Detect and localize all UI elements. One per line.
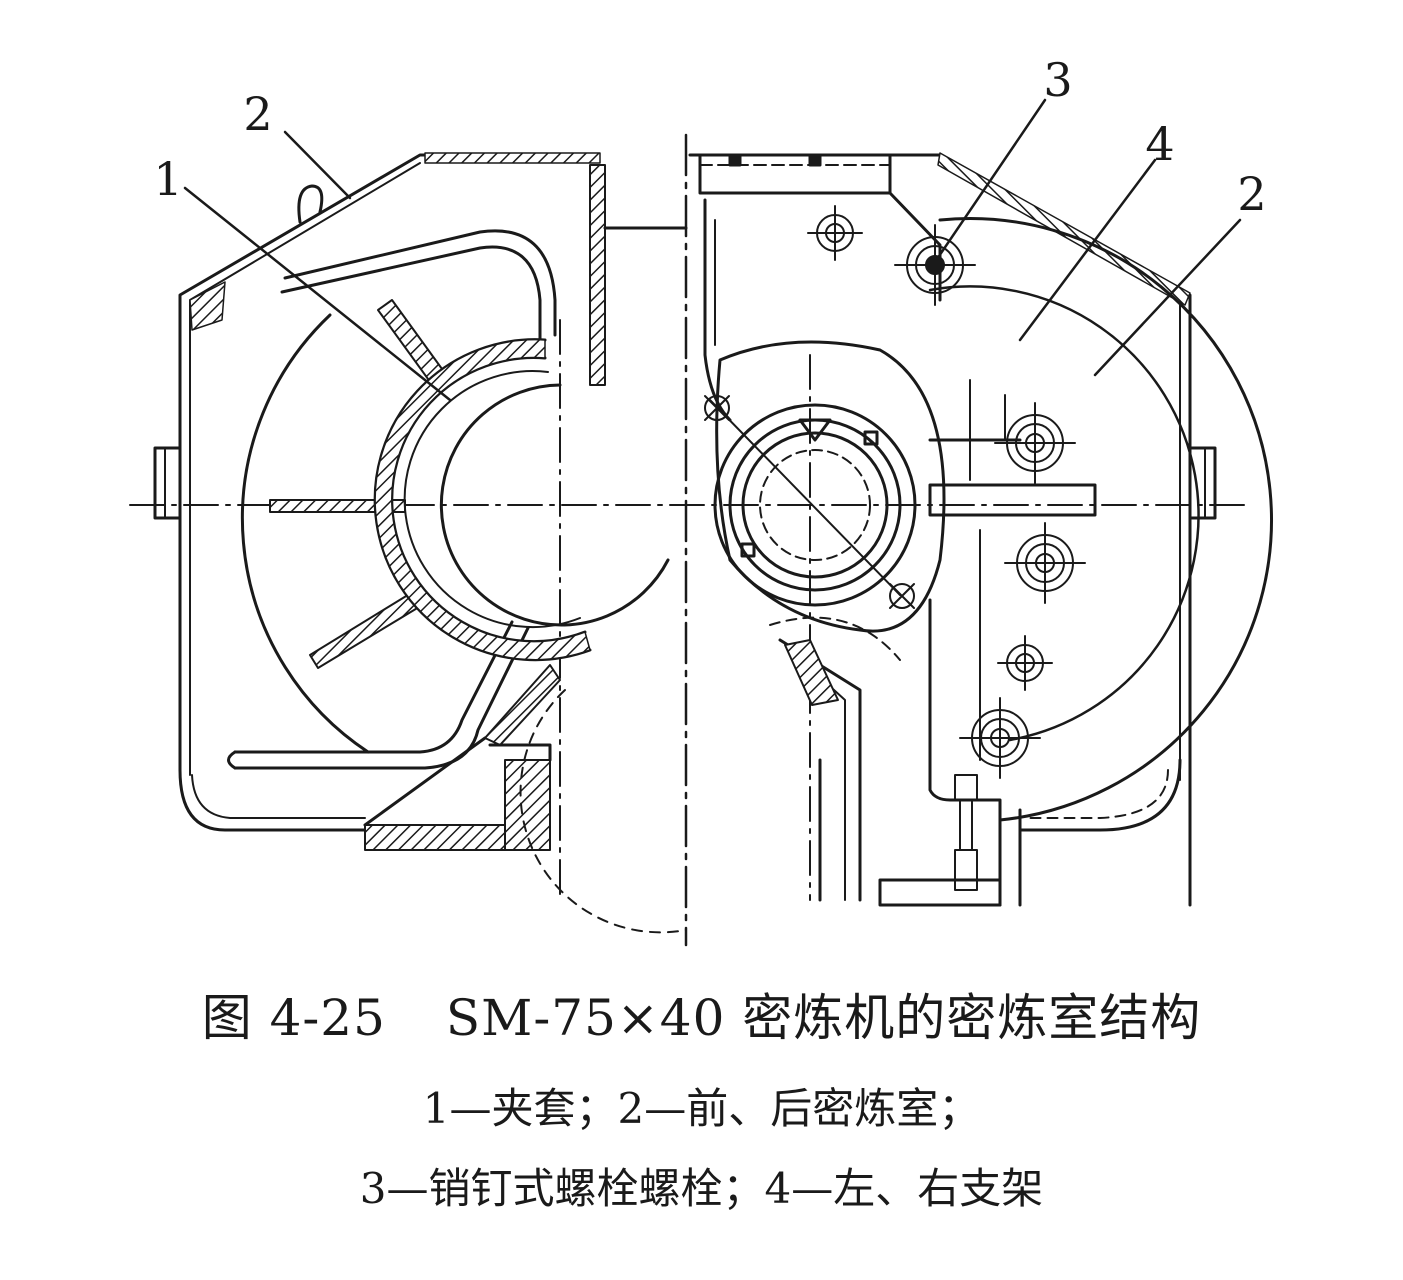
figure-title: SM-75×40 密炼机的密炼室结构 (445, 989, 1202, 1047)
housing-left-shell (178, 152, 601, 832)
right-bearing-outer (713, 403, 917, 607)
leader-3 (933, 98, 1047, 264)
leader-2-left (283, 130, 352, 200)
callout-1: 1 (153, 152, 182, 206)
left-divider-wall (589, 164, 606, 386)
callout-3: 3 (1043, 53, 1072, 107)
left-side-lug (153, 446, 182, 520)
leader-4 (1018, 158, 1157, 342)
center-lines (129, 319, 1246, 901)
lifting-eye (297, 184, 324, 224)
right-horizontal-bar (928, 483, 1097, 517)
pin-bolt-5 (997, 635, 1053, 691)
figure-number: 图 4-25 (201, 989, 386, 1047)
legend-line-1: 1—夹套；2—前、后密炼室； (422, 1084, 981, 1133)
leader-2-right (1093, 218, 1242, 377)
callout-4: 4 (1145, 117, 1174, 171)
jacket-hatch-band (374, 338, 591, 661)
bottom-anchor-bolt (954, 774, 978, 891)
left-cooling-pipe-top (280, 245, 542, 342)
left-corner-weld (189, 281, 226, 331)
legend-line-2: 3—销钉式螺栓螺栓；4—左、右支架 (359, 1164, 1044, 1213)
right-support-arm-inner (928, 285, 1200, 742)
right-lower-support (769, 529, 1022, 907)
pin-bolt-group (807, 205, 1086, 779)
left-cooling-pipe-bottom (233, 620, 514, 754)
pin-bolt-3 (994, 402, 1076, 484)
pin-bolt-2 (807, 205, 863, 261)
figure-caption: 图 4-25 SM-75×40 密炼机的密炼室结构 (0, 978, 1403, 1050)
pin-bolt-6 (959, 697, 1041, 779)
left-lower-block (363, 664, 561, 851)
left-rotor-sweep-dashed (519, 689, 687, 934)
callout-leaders (183, 98, 1242, 402)
left-rotor-jacket (373, 338, 670, 662)
leader-1 (183, 186, 452, 402)
left-rib-lower (309, 589, 425, 669)
callout-2-left: 2 (243, 87, 272, 141)
right-rotor-housing (715, 340, 946, 633)
mixer-chamber-drawing: 1 2 3 4 2 (129, 53, 1273, 947)
right-top-bracket (698, 153, 942, 302)
pin-bolt-4 (1004, 522, 1086, 604)
right-support-arm-outer (938, 217, 1273, 822)
pin-bolt-1 (894, 224, 976, 306)
right-flange-bolts (704, 395, 915, 609)
left-outer-jacket-arc (240, 313, 370, 754)
callout-2-right: 2 (1237, 167, 1266, 221)
right-side-lug (1188, 446, 1217, 520)
